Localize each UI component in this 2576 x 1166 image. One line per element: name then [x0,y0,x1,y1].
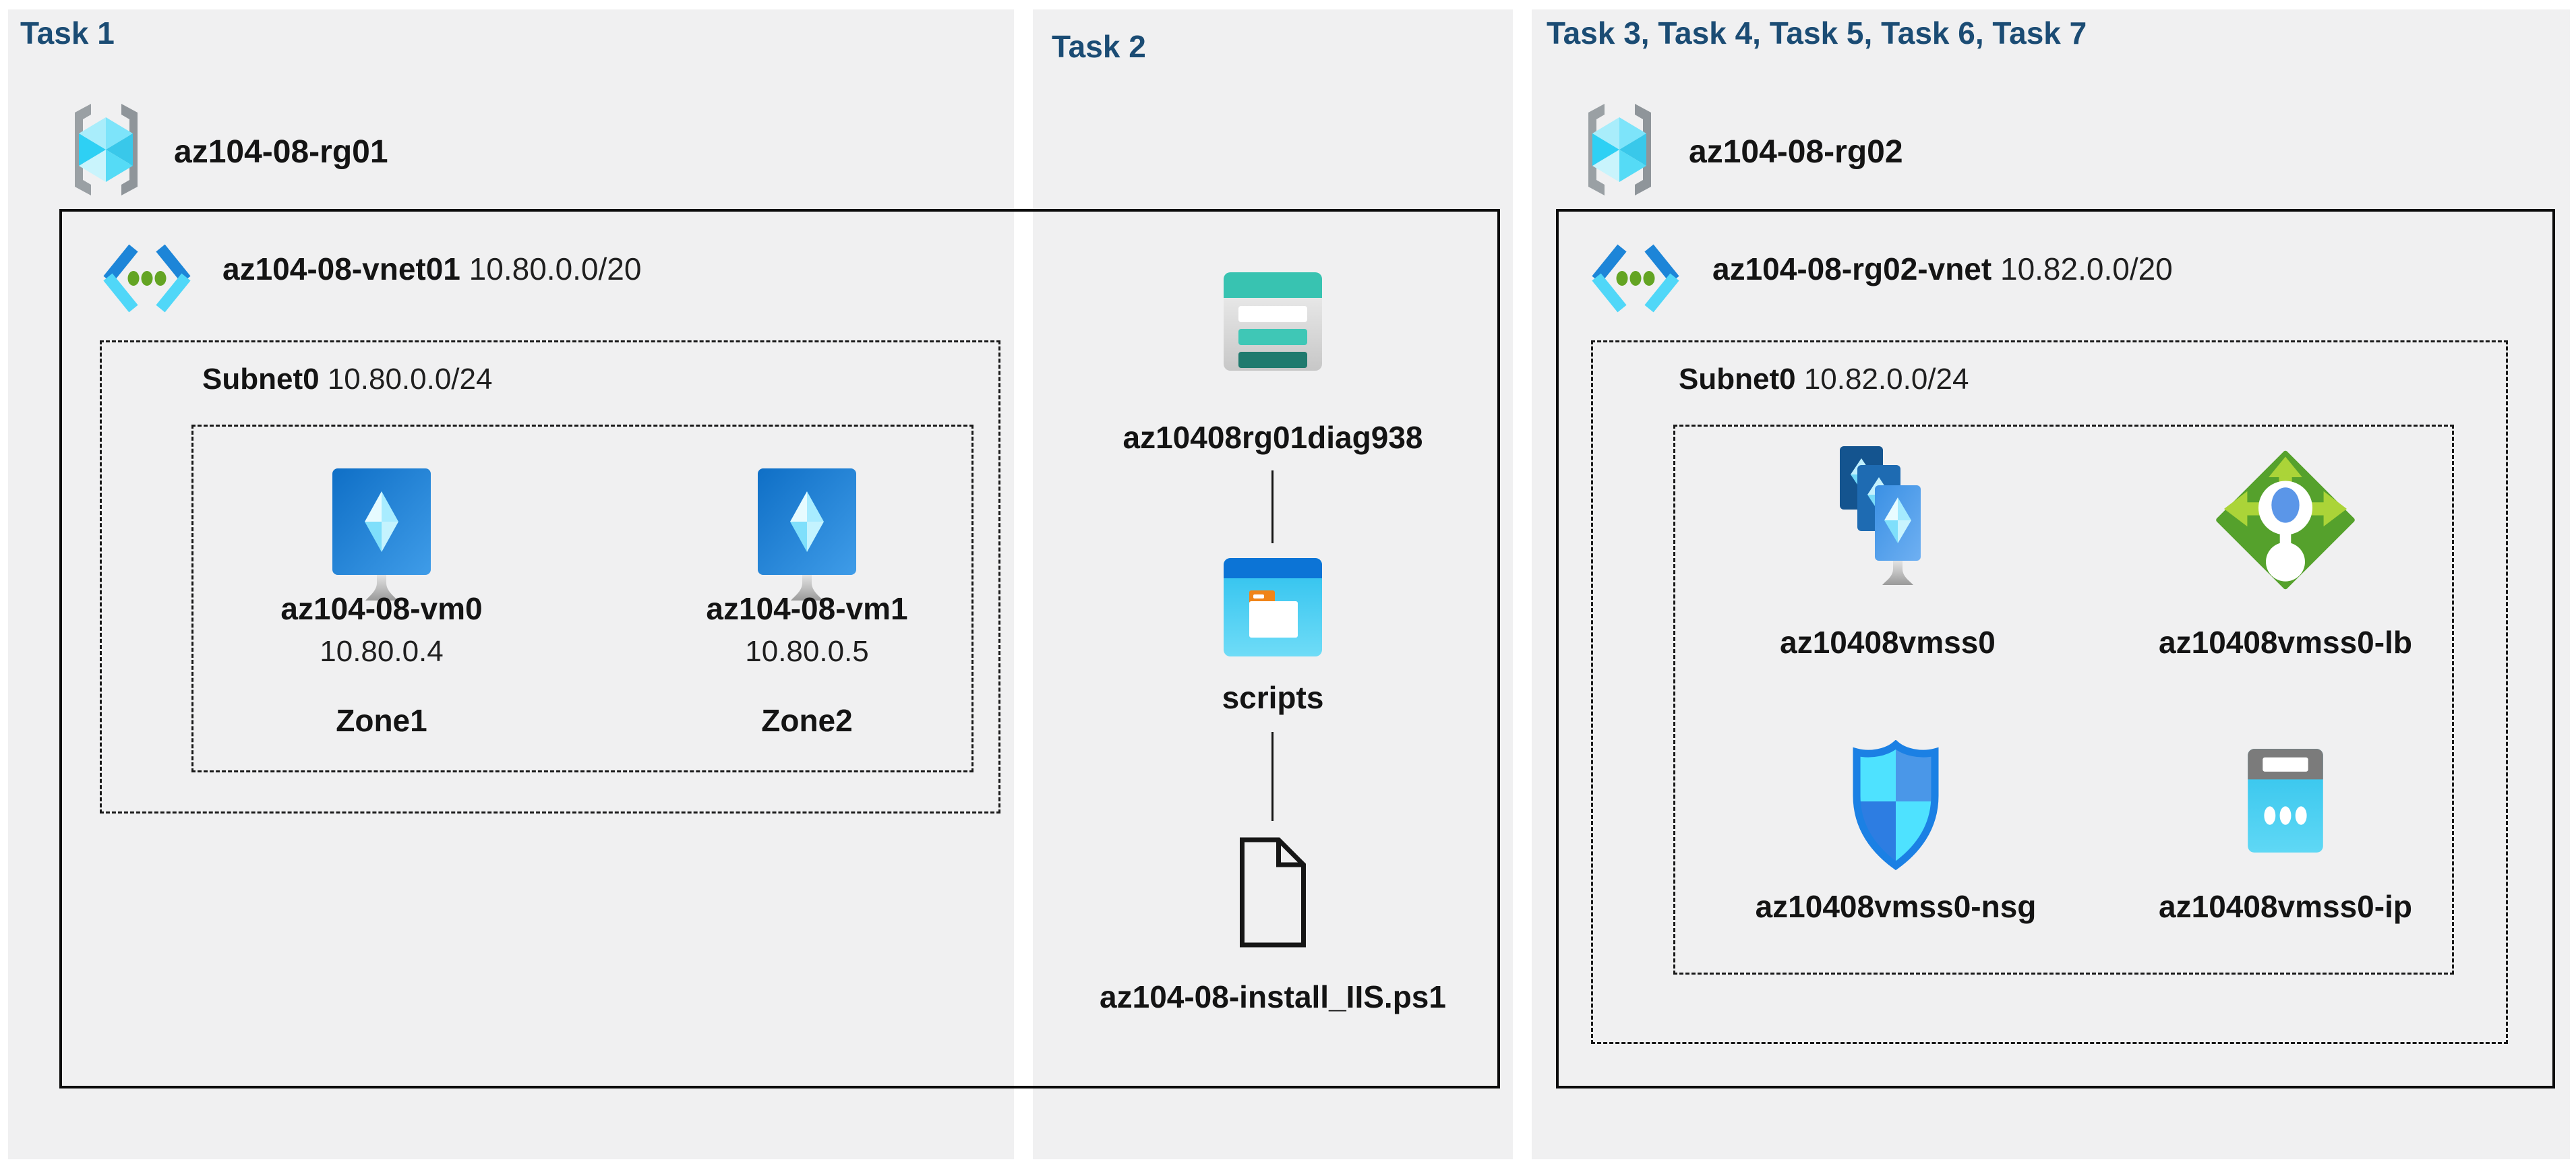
subnet1-cidr: 10.80.0.0/24 [327,363,493,396]
blob-container-icon [1222,557,1323,658]
vm1-name: az104-08-vm1 [706,591,908,626]
vm-scale-set-icon [1837,445,1938,596]
vm0-zone: Zone1 [336,703,427,738]
subnet2-box [1591,340,2508,1044]
vnet-cidr: 10.82.0.0/20 [2000,251,2173,286]
vmss-label: az10408vmss0 [1780,625,1996,660]
network-security-group-icon [1845,740,1947,872]
virtual-network-icon [1588,243,1683,314]
resource-group-label: az104-08-rg02 [1689,134,1903,170]
vm1-zone: Zone2 [761,703,853,738]
task1-panel [8,9,1014,1159]
vm0-ip: 10.80.0.4 [320,635,444,668]
virtual-network-icon [100,243,194,314]
subnet1-box [100,340,1000,814]
script-file-label: az104-08-install_IIS.ps1 [1100,979,1446,1014]
virtual-machine-icon [756,467,858,610]
task3-title: Task 3, Task 4, Task 5, Task 6, Task 7 [1547,16,2087,51]
vnet2-boundary-box [1556,209,2555,1088]
vnet-label: az104-08-rg02-vnet 10.82.0.0/20 [1712,251,2173,287]
vm0-name: az104-08-vm0 [280,591,483,626]
virtual-machine-icon [331,467,432,610]
public-ip-label: az10408vmss0-ip [2159,889,2412,924]
subnet1-name: Subnet0 [202,363,320,396]
task3-panel [1532,9,2570,1159]
vmss-resources-box [1673,425,2454,975]
vnet1-boundary-box [59,209,1500,1088]
vnet-name: az104-08-rg02-vnet [1712,251,1992,286]
resource-group-icon [64,100,148,200]
storage-account-label: az10408rg01diag938 [1122,420,1423,455]
load-balancer-label: az10408vmss0-lb [2159,625,2412,660]
storage-account-icon [1222,271,1323,372]
vnet-cidr: 10.80.0.0/20 [469,251,642,286]
vm1-ip: 10.80.0.5 [745,635,869,668]
connector-line [1271,470,1274,543]
container-label: scripts [1222,680,1324,715]
task1-title: Task 1 [20,16,115,51]
subnet2-label: Subnet0 10.82.0.0/24 [1679,363,1969,396]
file-icon [1234,836,1312,949]
load-balancer-icon [2216,450,2356,590]
vnet-name: az104-08-vnet01 [222,251,460,286]
nsg-label: az10408vmss0-nsg [1755,889,2037,924]
vnet-label: az104-08-vnet01 10.80.0.0/20 [222,251,641,287]
connector-line [1271,732,1274,821]
subnet2-cidr: 10.82.0.0/24 [1803,363,1969,396]
resource-group-icon [1578,100,1662,200]
subnet1-label: Subnet0 10.80.0.0/24 [202,363,492,396]
task2-title: Task 2 [1052,29,1146,64]
resource-group-label: az104-08-rg01 [174,134,388,170]
zones-box [191,425,974,772]
subnet2-name: Subnet0 [1679,363,1796,396]
public-ip-icon [2246,747,2325,855]
